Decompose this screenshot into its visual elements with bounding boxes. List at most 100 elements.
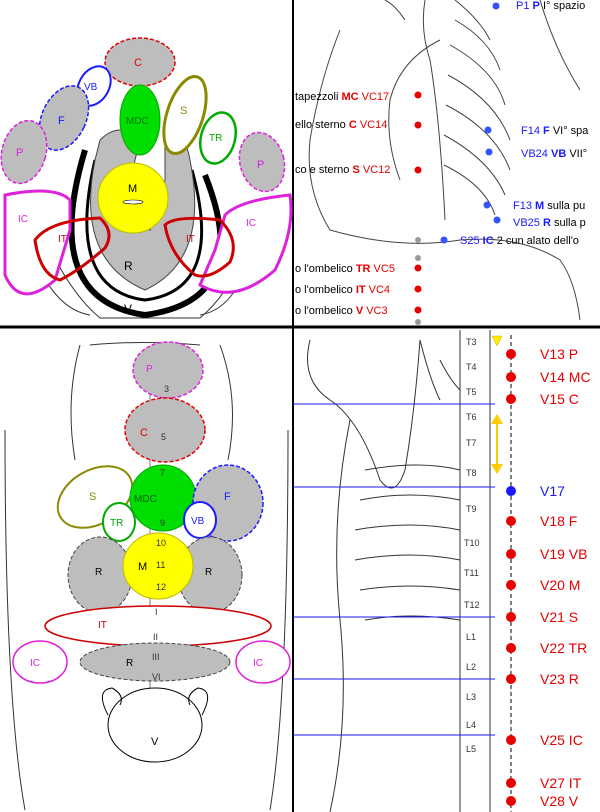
vertebra-label: L1 [466, 632, 476, 642]
front-left-label-1: tapezzoli MC VC17 [295, 91, 389, 103]
vert-num-12: 12 [156, 582, 166, 592]
gray-midline-dot-1 [415, 237, 421, 243]
label-R-top: R [124, 259, 133, 273]
organ-C-top [104, 37, 176, 87]
label-TR-top: TR [209, 133, 222, 144]
point-S25-dot [440, 236, 448, 244]
yellow-arrow-down [491, 464, 503, 474]
vertebra-label: T7 [466, 438, 477, 448]
vertebra-label: T3 [466, 337, 477, 347]
back-point-V21-label: V21 S [540, 609, 578, 625]
label-VB-top: VB [84, 82, 98, 93]
vert-num-5: 5 [161, 432, 166, 442]
vert-num-11: 11 [156, 560, 165, 570]
label-C-top: C [134, 57, 142, 69]
organ-M-top [97, 162, 169, 234]
label-V-top: V [124, 302, 132, 316]
back-point-V15-label: V15 C [540, 391, 579, 407]
label-S-top: S [180, 105, 187, 117]
yellow-arrow-top [491, 335, 503, 347]
point-F13-dot [483, 201, 491, 209]
label-MDC-top: MDC [126, 116, 149, 127]
point-VC12-dot [414, 166, 422, 174]
label-IC-left-bottom: IC [30, 658, 40, 669]
organ-P-left-top [0, 119, 48, 185]
organ-M-top-inner [122, 199, 144, 205]
vert-num-I: I [155, 607, 158, 617]
label-TR-bottom: TR [110, 518, 123, 529]
back-point-V27-dot [506, 778, 516, 788]
vert-num-7: 7 [160, 468, 165, 478]
organ-C-bottom [124, 397, 206, 463]
organ-F-top [38, 85, 90, 151]
bottom-left-panel: P C S MDC F TR VB R R M IT IC IC [4, 341, 291, 811]
back-point-V28-label: V28 V [540, 793, 579, 809]
organ-IC-left-bottom [12, 640, 68, 684]
point-F14-dot [484, 126, 492, 134]
vertebra-label: T11 [464, 568, 479, 578]
front-left-label-2: ello sterno C VC14 [295, 119, 387, 131]
gray-midline-dot-2 [415, 255, 421, 261]
organ-TR-top [199, 111, 237, 165]
label-R-right-bottom: R [205, 567, 212, 578]
vertebra-label: T4 [466, 362, 477, 372]
point-VC4-dot [414, 285, 422, 293]
label-IC-right-top: IC [246, 218, 256, 229]
vertebra-label: T8 [466, 468, 477, 478]
front-left-points [414, 91, 422, 325]
front-right-label-2: F14 F VI° spa [521, 125, 589, 137]
label-IC-right-bottom: IC [253, 658, 263, 669]
organ-MDC-top [119, 84, 161, 156]
organ-IC-left-top [3, 189, 72, 296]
gray-midline-dot-3 [415, 319, 421, 325]
label-F-top: F [58, 115, 65, 127]
label-P-bottom: P [146, 364, 153, 375]
vert-num-10: 10 [156, 538, 166, 548]
pelvis-bone-left [101, 687, 122, 716]
point-VC5-dot [414, 264, 422, 272]
point-VC14-dot [414, 121, 422, 129]
vertebra-label: L4 [466, 720, 476, 730]
front-left-label-6: o l'ombelico V VC3 [295, 305, 388, 317]
front-left-label-5: o l'ombelico IT VC4 [295, 284, 390, 296]
label-R-low-bottom: R [126, 658, 133, 669]
point-P1-dot [492, 2, 500, 10]
vert-num-3: 3 [164, 384, 169, 394]
vert-num-VI: VI [152, 672, 161, 682]
vertebra-label: T6 [466, 412, 477, 422]
vertebra-labels: T3 T4 T5 T6 T7 T8 T9 T10 T11 T12 L1 L2 L… [464, 337, 480, 754]
back-point-V22-dot [506, 643, 516, 653]
pelvis-bone-right [188, 687, 209, 716]
organ-TR-bottom [102, 502, 136, 542]
label-IT-bottom: IT [98, 620, 107, 631]
vertebra-label: T5 [466, 387, 477, 397]
point-VC3-dot [414, 306, 422, 314]
front-left-labels: tapezzoli MC VC17 ello sterno C VC14 co … [295, 91, 395, 317]
back-point-V14-dot [506, 372, 516, 382]
label-V-bottom: V [151, 736, 159, 748]
blue-guide-lines [293, 403, 495, 736]
label-IC-left-top: IC [18, 214, 28, 225]
front-right-label-5: VB25 R sulla p [513, 217, 586, 229]
back-point-V19-dot [506, 549, 516, 559]
front-right-label-4: F13 M sulla pu [513, 200, 585, 212]
back-point-V23-dot [506, 674, 516, 684]
organ-R-low-bottom [79, 642, 231, 682]
pelvis-outline [107, 687, 203, 763]
point-VC17-dot [414, 91, 422, 99]
label-MDC-bottom: MDC [134, 494, 157, 505]
label-M-bottom: M [138, 561, 147, 573]
vertebra-numbers: 3 5 7 9 10 11 12 I II III VI [152, 384, 169, 682]
organ-P-bottom [132, 341, 204, 399]
top-left-panel: R V C VB F P MDC S TR P M IC [0, 37, 293, 319]
yellow-arrow-up [491, 414, 503, 424]
back-point-V18-dot [506, 516, 516, 526]
label-VB-bottom: VB [191, 516, 205, 527]
rib-cage-sketch [308, 0, 581, 321]
back-point-V13-label: V13 P [540, 346, 578, 362]
vert-num-9: 9 [160, 518, 165, 528]
back-point-V20-dot [506, 580, 516, 590]
label-R-left-bottom: R [95, 567, 102, 578]
organ-IT-right-top [163, 216, 235, 278]
